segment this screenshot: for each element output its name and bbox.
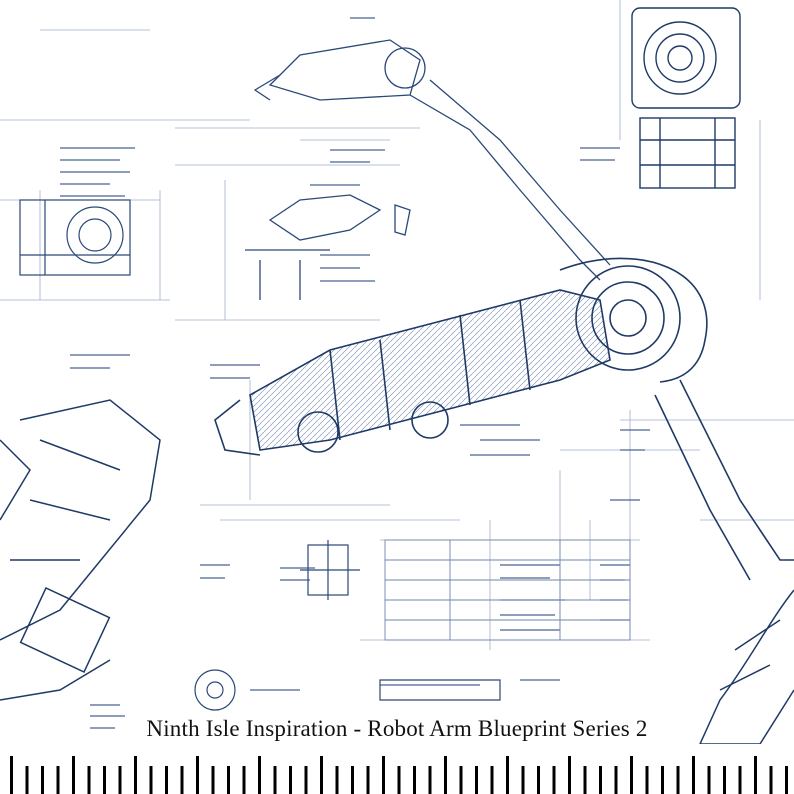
ruler-tick <box>180 766 184 794</box>
flange-detail-drawing <box>194 540 501 711</box>
ruler-tick <box>506 756 509 794</box>
ruler-tick <box>56 766 60 794</box>
ruler-tick <box>211 766 215 794</box>
ruler-tick <box>227 766 230 794</box>
ruler-tick <box>754 756 757 794</box>
ruler-tick <box>537 766 540 794</box>
ruler-tick <box>413 766 416 794</box>
measuring-tape-border <box>0 744 794 794</box>
ruler-tick <box>475 766 478 794</box>
ruler-tick <box>382 756 385 794</box>
parts-table <box>384 539 631 641</box>
ruler-tick <box>149 766 153 794</box>
ruler-tick <box>428 766 432 794</box>
ruler-tick <box>521 766 525 794</box>
ruler-tick <box>289 766 292 794</box>
ruler-tick <box>351 766 354 794</box>
ruler-tick <box>258 756 261 794</box>
ruler-tick <box>335 766 339 794</box>
ruler-tick <box>397 766 401 794</box>
ruler-tick <box>614 766 618 794</box>
ruler-tick <box>41 766 44 794</box>
lower-right-arm-drawing <box>698 589 794 745</box>
ruler-tick <box>366 766 370 794</box>
ruler-tick <box>25 766 29 794</box>
ruler-tick <box>692 756 695 794</box>
ruler-tick <box>723 766 726 794</box>
ruler-tick <box>707 766 711 794</box>
ruler-tick <box>10 756 13 794</box>
annotation-marks <box>60 17 650 729</box>
upper-arm-sketch <box>253 39 611 281</box>
main-robot-arm-drawing <box>214 257 794 581</box>
ruler-tick <box>738 766 742 794</box>
ruler-tick <box>320 756 323 794</box>
ruler-tick <box>165 766 168 794</box>
gripper-sketch <box>245 194 411 300</box>
ruler-tick <box>568 756 571 794</box>
image-caption: Ninth Isle Inspiration - Robot Arm Bluep… <box>0 715 794 742</box>
caption-text: Ninth Isle Inspiration - Robot Arm Bluep… <box>140 715 654 742</box>
ruler-tick <box>661 766 664 794</box>
ruler-tick <box>304 766 308 794</box>
left-arm-drawing <box>0 399 161 701</box>
ruler-tick <box>72 756 75 794</box>
ruler-ticks <box>10 756 788 794</box>
ruler-tick <box>134 756 137 794</box>
ruler-tick <box>676 766 680 794</box>
ruler-tick <box>459 766 463 794</box>
ruler-tick <box>645 766 649 794</box>
ruler-tick <box>630 756 633 794</box>
ruler-tick <box>785 766 788 794</box>
ruler-tick <box>273 766 277 794</box>
ruler-tick <box>103 766 106 794</box>
ruler-tick <box>444 756 447 794</box>
ruler-tick <box>242 766 246 794</box>
ruler-tick <box>583 766 587 794</box>
gear-detail-drawing <box>19 199 131 276</box>
ruler-tick <box>769 766 773 794</box>
ruler-tick <box>87 766 91 794</box>
ruler-tick <box>118 766 122 794</box>
ruler-tick <box>490 766 494 794</box>
ruler-tick <box>599 766 602 794</box>
ruler-tick <box>552 766 556 794</box>
drafting-lines <box>0 0 794 650</box>
ruler-tick <box>196 756 199 794</box>
motor-housing-drawing <box>631 7 741 189</box>
